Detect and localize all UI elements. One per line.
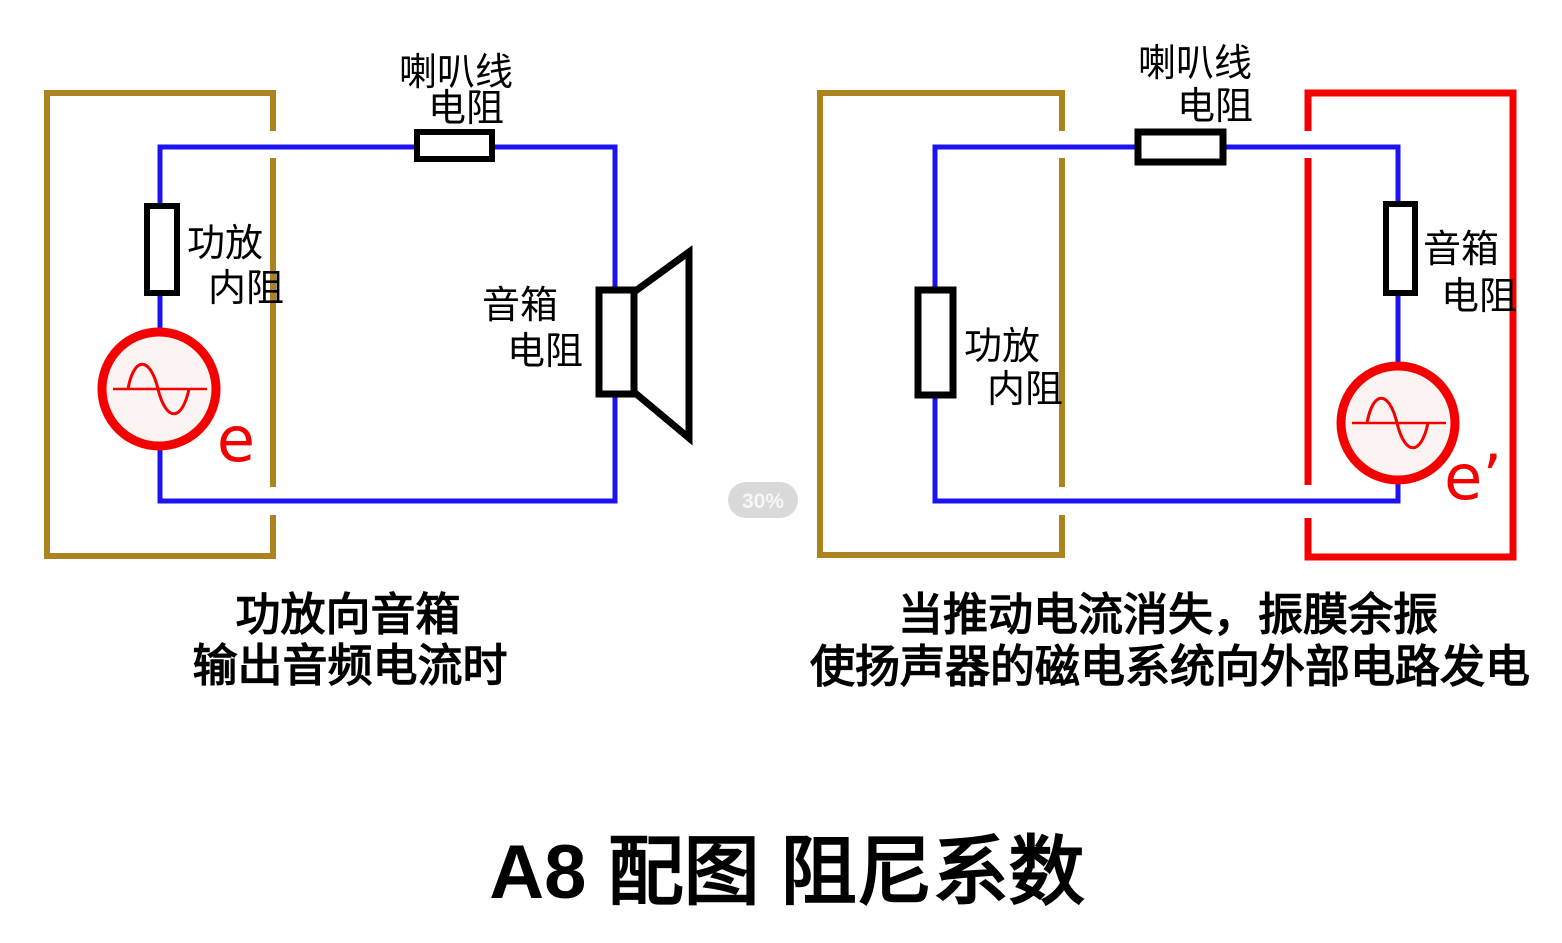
left-amp-resistance-label-line1: 功放 — [187, 223, 263, 265]
right-speaker-wire-resistor — [1134, 128, 1227, 166]
right-speaker-resistance-label-line1: 音箱 — [1423, 229, 1499, 271]
left-wire-resistance-label-line1: 喇叭线 — [399, 52, 513, 94]
right-circuit: 功放 内阻 喇叭线 电阻 音箱 电阻 e’ 当推动电流消失，振膜余振 使扬声器的… — [810, 43, 1530, 692]
left-speaker-wire-resistor — [414, 129, 495, 162]
left-amplifier-box — [44, 90, 276, 559]
right-speaker-box — [1304, 89, 1517, 561]
left-speaker-resistance-label-line1: 音箱 — [482, 285, 558, 327]
speaker-cone — [630, 245, 693, 446]
right-wire-resistance-label-line1: 喇叭线 — [1138, 43, 1252, 85]
speaker-icon — [595, 245, 693, 446]
right-ac-source — [1336, 361, 1460, 485]
right-amplifier-box — [817, 90, 1065, 558]
left-ac-source — [97, 327, 221, 451]
right-source-label: e’ — [1444, 441, 1502, 514]
right-amp-resistance-label-line2: 内阻 — [987, 369, 1063, 411]
left-speaker-resistance-label-line2: 电阻 — [507, 331, 583, 373]
right-amp-internal-resistor — [914, 286, 957, 399]
sine-wave-icon — [126, 362, 191, 416]
zoom-badge-label: 30% — [742, 490, 784, 513]
right-speaker-resistance-label-line2: 电阻 — [1441, 276, 1517, 318]
right-wire-resistance-label-line2: 电阻 — [1177, 86, 1253, 128]
speaker-driver — [595, 286, 638, 398]
zoom-badge: 30% — [728, 482, 798, 518]
sine-wave-icon — [1365, 396, 1430, 450]
page-title: A8 配图 阻尼系数 — [489, 830, 1084, 915]
zoom-badge-pill — [728, 482, 798, 518]
left-caption-line2: 输出音频电流时 — [192, 640, 507, 691]
left-source-label: e — [217, 403, 255, 476]
right-amp-resistance-label-line1: 功放 — [964, 326, 1040, 368]
right-speaker-resistor — [1383, 201, 1418, 296]
right-caption-line1: 当推动电流消失，振膜余振 — [898, 589, 1438, 640]
left-amp-resistance-label-line2: 内阻 — [208, 268, 284, 310]
left-circuit: 功放 内阻 喇叭线 电阻 音箱 电阻 e 功放向音箱 输出音频电流时 — [44, 52, 693, 691]
right-caption-line2: 使扬声器的磁电系统向外部电路发电 — [810, 641, 1530, 692]
left-amp-internal-resistor — [144, 203, 180, 296]
right-circuit-wire — [932, 144, 1401, 504]
left-caption-line1: 功放向音箱 — [235, 589, 460, 640]
left-wire-resistance-label-line2: 电阻 — [428, 88, 504, 130]
